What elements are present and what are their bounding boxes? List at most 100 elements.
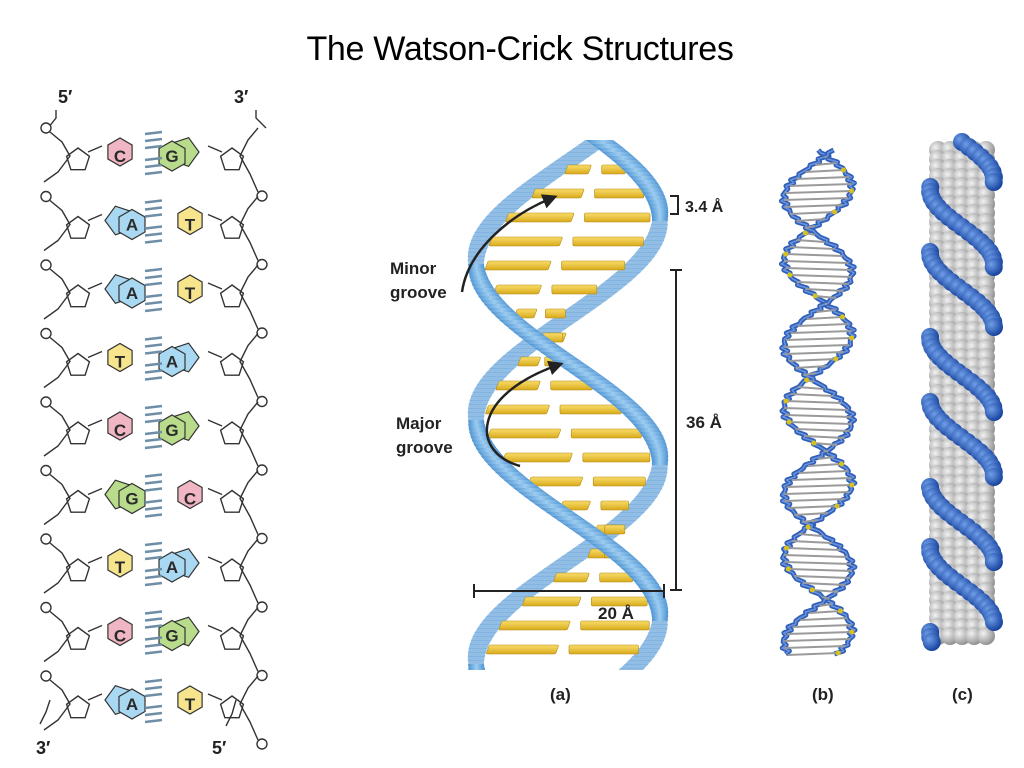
nucleobase-letter: A	[126, 216, 138, 235]
nucleobase-letter: G	[165, 421, 178, 440]
base-stick	[809, 610, 841, 614]
sugar-icon	[65, 558, 91, 582]
base-stick	[815, 162, 836, 166]
base-plate	[582, 452, 651, 463]
nucleobase-T: T	[177, 274, 203, 304]
sugar-icon	[65, 489, 91, 513]
base-stick	[795, 365, 827, 369]
base-stick	[784, 344, 850, 348]
base-stick	[790, 393, 834, 397]
sugar-icon	[219, 626, 245, 650]
phosphorus-atom	[832, 209, 838, 215]
base-plate	[531, 188, 585, 199]
nucleobase-letter: G	[125, 490, 138, 509]
nucleobase-T: T	[177, 205, 203, 236]
phosphate-icon	[40, 396, 52, 408]
base-stick	[783, 197, 849, 201]
phosphate-icon	[256, 532, 268, 545]
base-plate	[592, 476, 646, 487]
sugar-icon	[65, 626, 91, 650]
phosphate-icon	[256, 738, 268, 750]
ladder-label-top-left: 5′	[58, 87, 72, 107]
backbone-atom	[984, 173, 1003, 191]
sugar-icon	[65, 147, 91, 171]
sugar-icon	[219, 489, 245, 513]
nucleobase-A: A	[104, 684, 146, 720]
nucleobase-letter: A	[126, 284, 138, 303]
base-stick	[789, 421, 852, 425]
base-stick	[786, 484, 852, 488]
phosphate-icon	[40, 259, 52, 271]
base-stick	[784, 638, 851, 642]
phosphate-icon	[256, 258, 268, 271]
base-plate	[487, 428, 561, 439]
backbone-atom	[985, 318, 1003, 336]
backbone-atom	[984, 403, 1003, 421]
base-plate	[572, 236, 644, 247]
base-stick	[805, 169, 844, 173]
nucleobase-C: C	[107, 137, 133, 167]
panel-label-c: (c)	[952, 685, 973, 704]
base-stick	[802, 582, 846, 586]
phosphorus-atom	[837, 608, 843, 614]
nucleobase-G: G	[158, 410, 200, 446]
backbone-atom	[984, 258, 1003, 276]
base-plate	[517, 356, 541, 367]
base-stick	[788, 505, 838, 509]
nucleobase-letter: T	[115, 353, 126, 372]
phosphate-icon	[40, 464, 52, 477]
base-stick	[784, 498, 845, 502]
base-stick	[804, 225, 816, 229]
base-plate	[551, 284, 598, 295]
base-stick	[822, 596, 830, 600]
phosphorus-atom	[841, 167, 847, 173]
nucleobase-C: C	[107, 411, 133, 441]
base-stick	[785, 400, 842, 404]
base-plate	[485, 404, 550, 415]
base-stick	[802, 519, 819, 523]
base-plate	[502, 452, 573, 463]
base-stick	[788, 568, 853, 572]
base-stick	[799, 470, 848, 474]
phosphate-icon	[256, 601, 268, 613]
major-groove-arrow	[485, 360, 564, 468]
nucleobase-letter: T	[185, 695, 196, 714]
base-stick	[805, 288, 844, 292]
phosphorus-atom	[812, 293, 818, 299]
diameter-bracket	[473, 584, 665, 598]
nucleobase-A: A	[104, 273, 146, 309]
phosphorus-atom	[834, 503, 840, 509]
nucleobase-C: C	[107, 616, 133, 647]
nucleobase-letter: T	[185, 284, 196, 303]
base-stick	[785, 414, 852, 418]
pitch-label: 36 Å	[686, 413, 722, 432]
base-stick	[785, 267, 852, 271]
base-stick	[792, 624, 851, 628]
minor-groove-label-line2: groove	[390, 283, 447, 302]
base-stick	[784, 554, 847, 558]
nucleobase-C: C	[177, 479, 203, 510]
base-plate	[486, 644, 559, 655]
sugar-icon	[219, 147, 245, 171]
sugar-icon	[65, 695, 91, 719]
backbone-atom	[922, 633, 941, 651]
base-stick	[784, 645, 846, 649]
base-plate	[604, 524, 626, 535]
base-stick	[800, 617, 847, 621]
minor-groove-arrow	[460, 194, 558, 293]
base-stick	[787, 631, 853, 635]
nucleobase-A: A	[104, 205, 146, 241]
ladder-label-bottom-left: 3′	[36, 738, 50, 758]
base-plate	[568, 644, 639, 655]
phosphorus-atom	[782, 251, 788, 257]
phosphorus-atom	[835, 650, 841, 656]
sugar-icon	[65, 284, 91, 308]
nucleobase-T: T	[177, 685, 203, 715]
base-stick	[794, 512, 829, 516]
phosphate-icon	[256, 327, 268, 339]
nucleobase-G: G	[158, 616, 200, 652]
